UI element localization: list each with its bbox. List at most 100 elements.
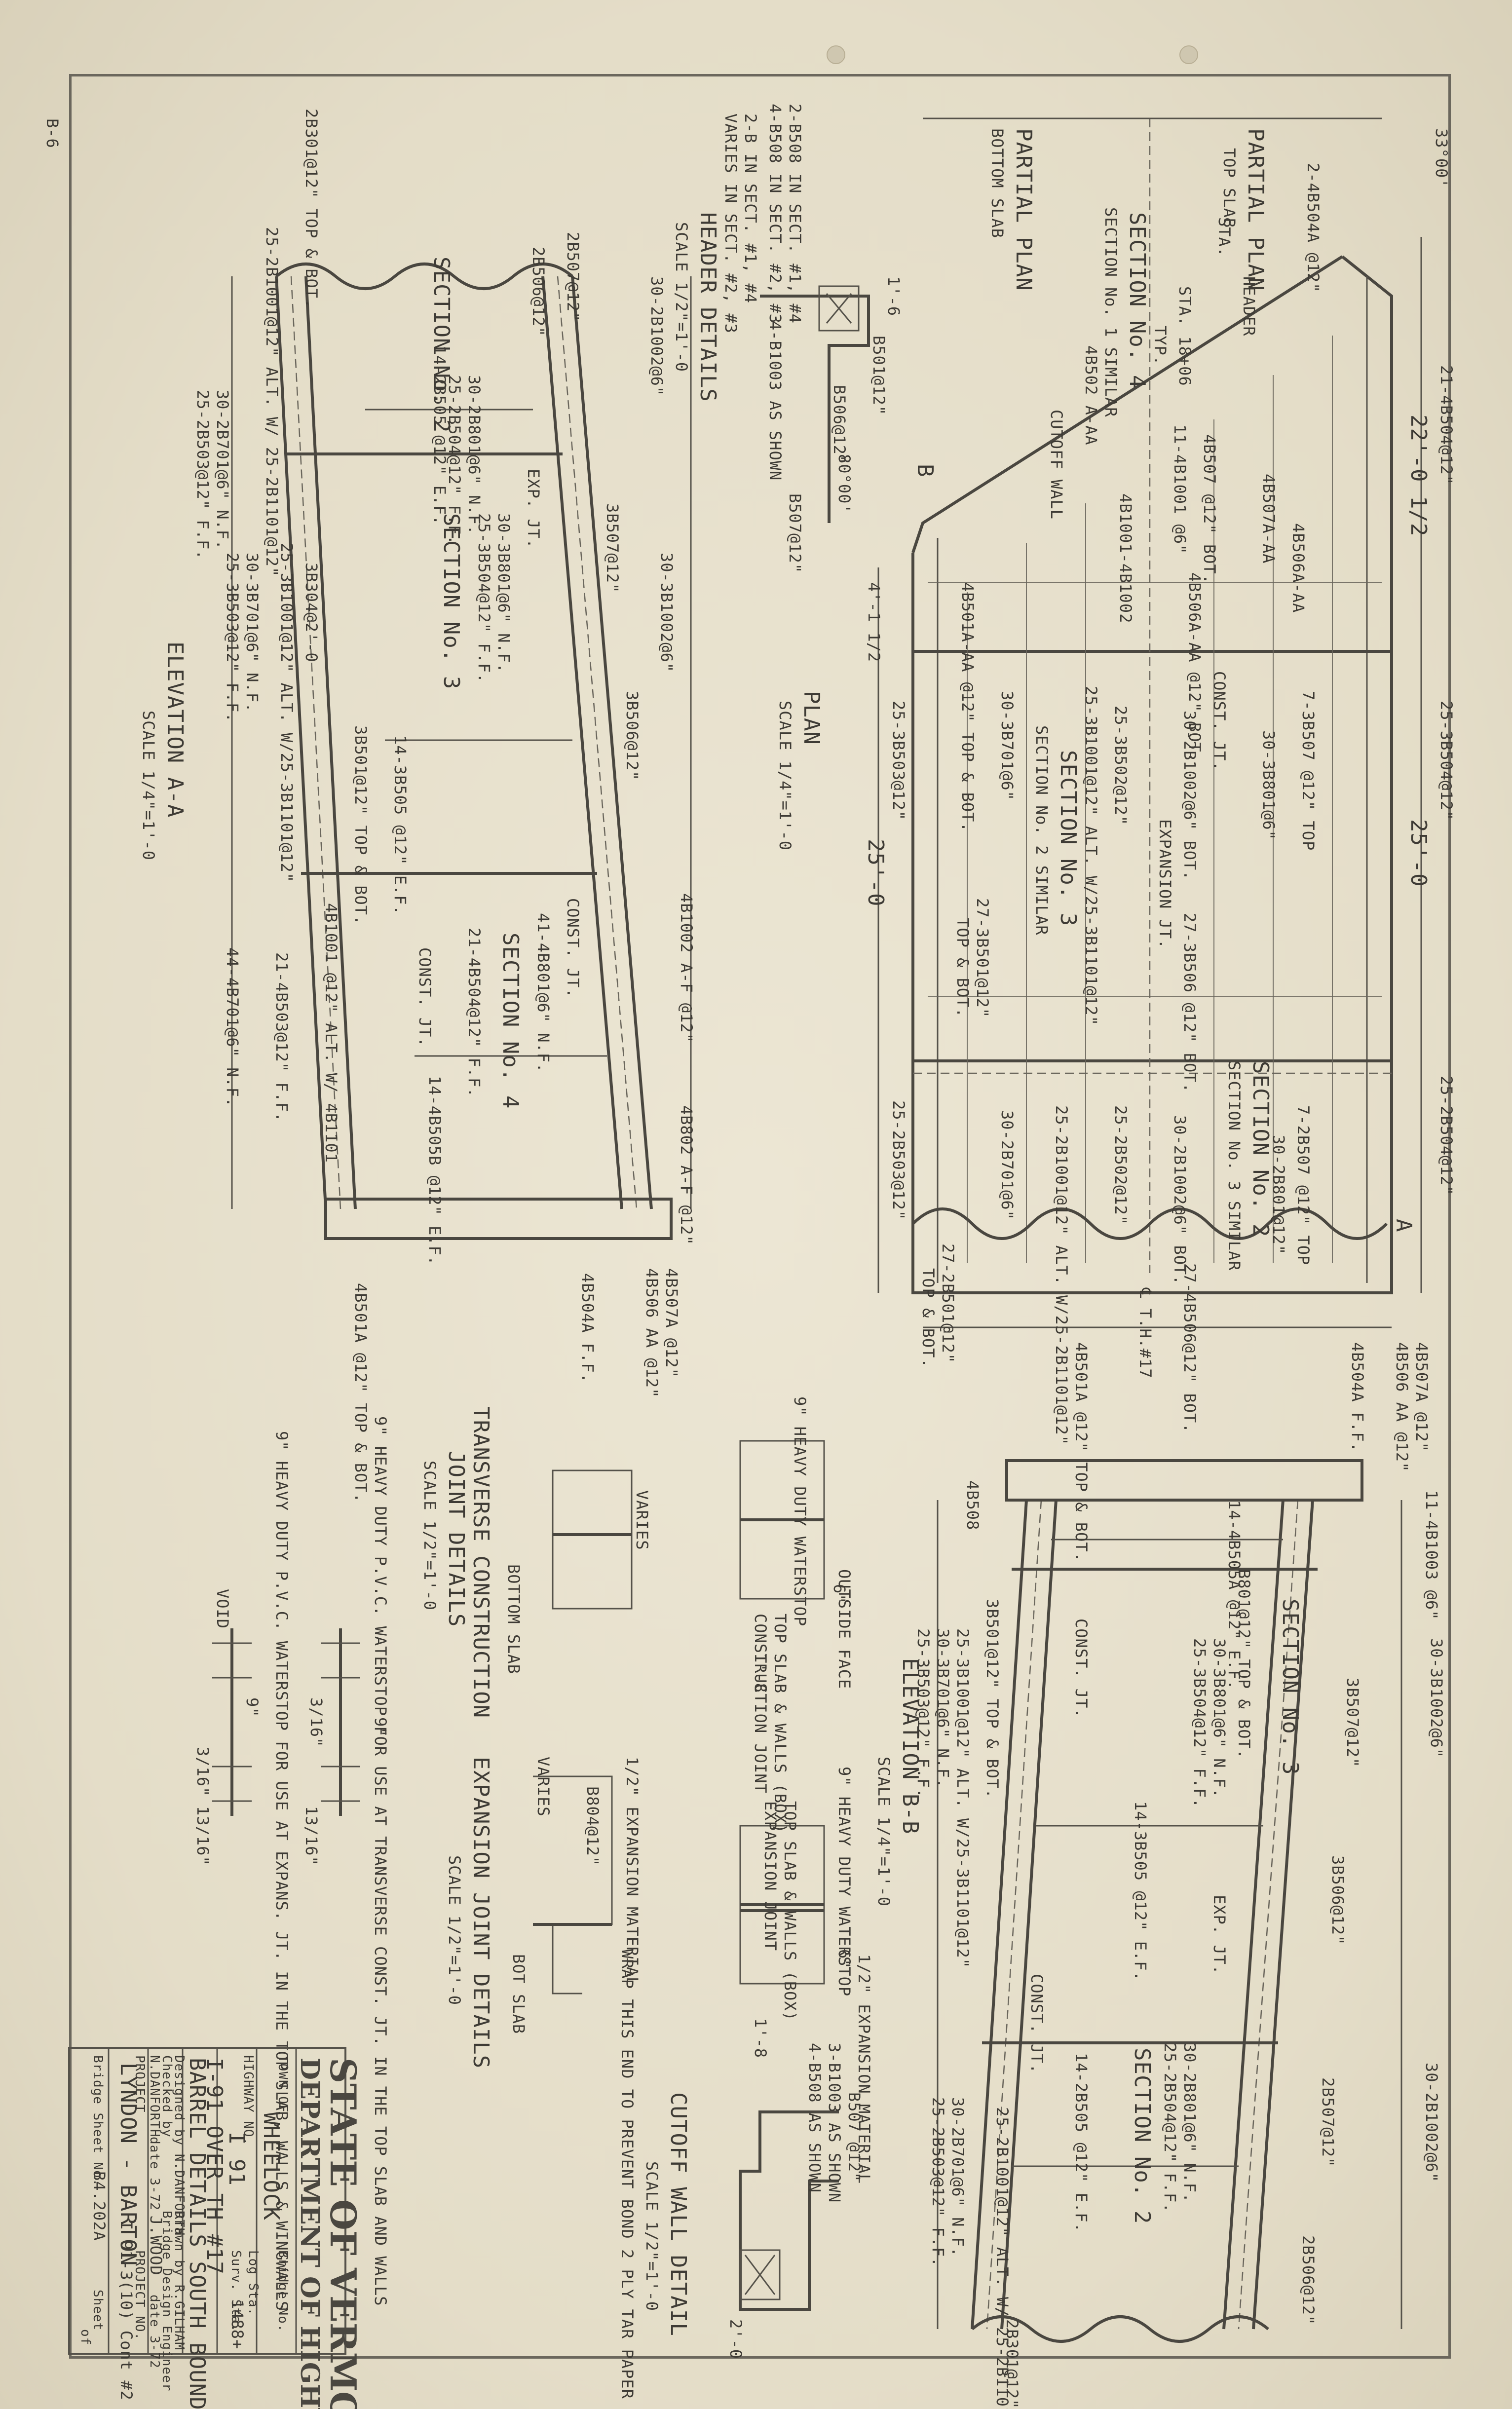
skew-angle: 33°00' (1432, 128, 1451, 188)
bar-label: 30-3B801@6" (1259, 730, 1278, 840)
dimension-label: 13/16" (302, 1806, 321, 1866)
project-label: PROJECT (132, 2055, 147, 2113)
partial-plan-top-title: PARTIAL PLAN (1243, 128, 1268, 291)
elevation-aa-scale: SCALE 1/4"=1'-0 (139, 711, 158, 861)
dimension-label: 9" (243, 1697, 262, 1718)
bar-label: 14-2B505 @12" E.F. (1072, 2053, 1091, 2233)
dimension-label: 1'-8 (751, 2018, 770, 2058)
elevation-aa-view: 2B507@12" 2B506@12" 30-2B1002@6" 2B301@1… (139, 109, 696, 1503)
bar-label: 4B504A F.F. (1348, 1342, 1367, 1452)
bar-label: 30-2B701@6" (998, 1110, 1017, 1220)
dimension-label: 3/16" (193, 1747, 212, 1797)
bar-label: 4-B508 AS SHOWN (805, 2043, 824, 2193)
project-no-value: I 91-3(10) Cont #2 (117, 2221, 136, 2401)
elevation-bb-title: ELEVATION B-B (898, 1658, 923, 1834)
bar-label: 4B501A @12" TOP & BOT. (351, 1283, 370, 1503)
bridge-no-label: Bridge No. (275, 2250, 290, 2333)
sheet-title-value: BARREL DETAILS SOUTH BOUND (185, 2058, 210, 2409)
joint-details: 9" HEAVY DUTY WATERSTOP OUTSIDE FACE TOP… (193, 1396, 873, 2399)
header-box (818, 285, 860, 332)
sheet-border (69, 74, 1451, 2359)
bar-label: 2B507@12" (564, 232, 582, 322)
highway-label: HIGHWAY NO. (241, 2055, 256, 2146)
break-line (971, 2315, 1269, 2343)
survey-sta-value: 1488+ (228, 2299, 247, 2349)
note: 9" HEAVY DUTY WATERSTOP (791, 1396, 809, 1626)
bar-label: 25-2B504@12" (1437, 1076, 1456, 1196)
bar-label: 4B1001 @12" ALT. W/ 4B1101 (322, 903, 340, 1163)
transverse-title: TRANSVERSE CONSTRUCTION (468, 1406, 493, 1718)
punch-hole (827, 45, 845, 64)
dimension-label: 6" (830, 1584, 849, 1604)
note: 1/2" EXPANSION MATERIAL (623, 1757, 642, 1987)
bar-label: 27-3B501@12" (973, 898, 992, 1018)
header-outline (760, 295, 870, 523)
bar-label: 25-3B503@12" F.F. (914, 1628, 933, 1799)
bar-label: 30-2B1002@6" BOT. (1171, 1115, 1189, 1285)
town-value: WHEELOCK (259, 2112, 284, 2221)
bar-label: 30-2B801@12" (1269, 1135, 1288, 1255)
bar-label: 4B507A @12" (1412, 1342, 1431, 1452)
joint-details-title: JOINT DETAILS (444, 1451, 469, 1627)
bar-label: 3B507@12" (603, 503, 622, 593)
bar-label: 14-3B505 @12" E.F. (1131, 1801, 1150, 1981)
joint-label: EXP. JT. (1210, 1895, 1229, 1975)
bar-label: 25-2B503@12" (889, 1100, 908, 1220)
date-1: date 3-72 (147, 2137, 162, 2211)
bar-label: 41-4B801@6" N.F. (534, 913, 553, 1073)
bar-label: 27-3B506 @12" BOT. (1180, 913, 1199, 1093)
bar-label: 25-2B504@12" F.F. (445, 375, 464, 545)
dimension-label: 4'-1 1/2 (865, 582, 883, 662)
wall-line (541, 276, 623, 1209)
section-letter: A (1391, 1219, 1416, 1233)
top-slab-label: TOP SLAB (1220, 148, 1239, 228)
centerline (557, 276, 638, 1209)
expansion-scale: SCALE 1/2"=1'-0 (445, 1855, 464, 2005)
bar-label: 30-3B701@6" (998, 691, 1017, 801)
bar-label: 25-2B504@12" F.F. (1161, 2043, 1179, 2213)
bar-label: 25-2B1001@12" ALT. W/25-2B1101@12" (1052, 1105, 1071, 1445)
section-2-similar-label: SECTION No. 2 SIMILAR (1032, 725, 1051, 936)
bar-label: 3B506@12" (623, 691, 642, 781)
bar-label: 2B301@12" TOP & BOT. (302, 109, 321, 308)
bar-label: 2B507@12" (1319, 2077, 1337, 2167)
joint-label: EXP. JT. (524, 469, 543, 549)
bar-label: 4B1002 A-F @12" (677, 893, 696, 1043)
dimension-label: 25'-0 (1406, 819, 1431, 887)
bar-label: 7-2B507 @12" TOP (1294, 1105, 1313, 1265)
cutoff-wall-diag (744, 2255, 776, 2295)
of-label: of (78, 2329, 93, 2345)
punch-hole (1179, 45, 1198, 64)
note: OUTSIDE FACE (835, 1569, 854, 1689)
bar-label: 4B506A-AA @12" BOT. (1185, 572, 1204, 762)
cutoff-wall-box (739, 2249, 781, 2300)
header-label: HEADER (1240, 276, 1258, 337)
bar-label: B507 @12" (845, 2092, 864, 2182)
elevation-bb-view: 4B507A @12" 4B506 AA @12" 4B504A F.F. 4B… (874, 1342, 1446, 2409)
dimension-label: 13/16" (193, 1806, 212, 1866)
bar-label: 2-4B504A @12" (1304, 163, 1323, 293)
bar-label: 25-3B502@12" (1111, 706, 1130, 826)
dimension-label: 25'-0 (863, 839, 888, 906)
bar-label: 4B501A @12" TOP & BOT. (1072, 1342, 1091, 1562)
detail-label: BOT SLAB (509, 1954, 528, 2034)
note: WRAP THIS END TO PREVENT BOND 2 PLY TAR … (618, 1949, 637, 2399)
station-label: STA. 18+06 (1175, 286, 1194, 386)
bar-label: 30-2B701@6" N.F. (213, 390, 232, 550)
dimension-label: 1'-6 (884, 276, 903, 316)
expansion-title: EXPANSION JOINT DETAILS (468, 1757, 493, 2069)
bar-label: 30-3B801@6" N.F. (494, 513, 513, 673)
edge-mark: B-6 (43, 118, 62, 149)
bar-label: 21-4B504@12" F.F. (465, 928, 484, 1098)
section-3-similar-label: SECTION No. 3 SIMILAR (1225, 1061, 1244, 1271)
bar-label: 25-3B503@12" F.F. (223, 553, 242, 723)
cutoff-title: CUTOFF WALL DETAIL (666, 2092, 691, 2336)
bar-label: 27-4B506@12" BOT. (1180, 1263, 1199, 1433)
centerline (290, 276, 341, 1209)
bar-label: 21-4B503@12" F.F. (272, 952, 291, 1123)
plan-outline (911, 255, 1393, 1294)
bar-label: 25-2B502@12" (1111, 1105, 1130, 1225)
bar-label: 14-3B505 @12" E.F. (391, 735, 410, 915)
bar-label: 4-B1003 AS SHOWN (766, 321, 785, 481)
